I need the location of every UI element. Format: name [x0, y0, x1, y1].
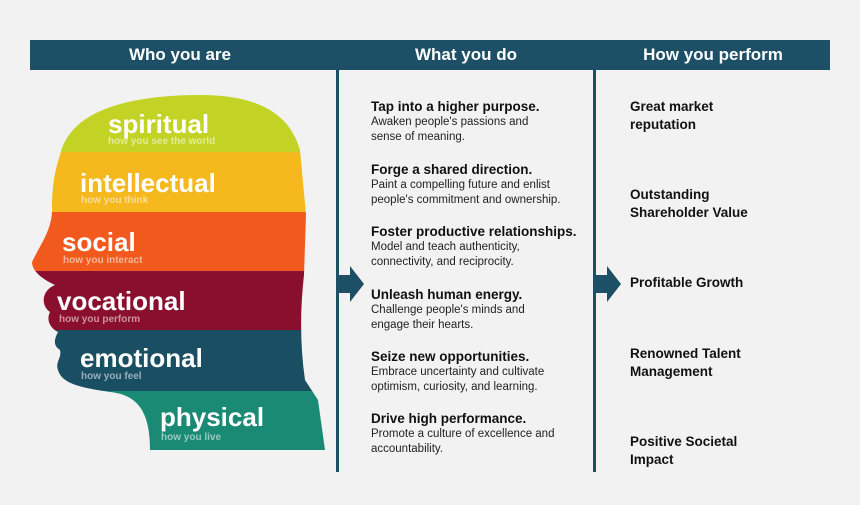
- header-how-you-perform: How you perform: [643, 45, 783, 64]
- action-title: Drive high performance.: [371, 411, 527, 426]
- action-title: Tap into a higher purpose.: [371, 99, 540, 114]
- outcome-item: Outstanding Shareholder Value: [630, 187, 748, 220]
- action-item: Foster productive relationships. Model a…: [371, 223, 591, 270]
- action-title: Seize new opportunities.: [371, 349, 530, 364]
- layer-band-intellectual: [32, 152, 325, 212]
- layer-subtitle-spiritual: how you see the world: [108, 136, 216, 147]
- outcome-item: Profitable Growth: [630, 275, 744, 290]
- layer-title-intellectual: intellectual: [80, 168, 216, 198]
- outcome-item: Great market reputation: [630, 99, 714, 132]
- layer-title-vocational: vocational: [57, 286, 186, 316]
- action-item: Forge a shared direction. Paint a compel…: [371, 161, 591, 208]
- header-bar: Who you are What you do How you perform: [30, 40, 830, 70]
- outcome-item: Renowned Talent Management: [630, 346, 741, 379]
- action-title: Unleash human energy.: [371, 287, 523, 302]
- layer-subtitle-intellectual: how you think: [81, 195, 149, 206]
- layer-title-spiritual: spiritual: [108, 109, 210, 139]
- layer-title-social: social: [62, 227, 136, 257]
- layer-subtitle-social: how you interact: [63, 255, 143, 266]
- action-description: Embrace uncertainty and cultivate optimi…: [371, 366, 545, 393]
- layer-subtitle-emotional: how you feel: [81, 371, 142, 382]
- action-item: Seize new opportunities. Embrace uncerta…: [371, 348, 591, 395]
- arrow-right-icon: [338, 266, 364, 302]
- action-description: Paint a compelling future and enlist peo…: [371, 179, 561, 206]
- action-description: Model and teach authenticity, connectivi…: [371, 241, 520, 268]
- head-diagram: [32, 95, 325, 450]
- action-item: Drive high performance. Promote a cultur…: [371, 410, 591, 457]
- layer-title-emotional: emotional: [80, 343, 203, 373]
- action-title: Foster productive relationships.: [371, 224, 577, 239]
- layer-subtitle-physical: how you live: [161, 432, 222, 443]
- layer-band-vocational: [32, 271, 325, 330]
- column-divider-left: [336, 70, 339, 472]
- header-what-you-do: What you do: [415, 45, 517, 64]
- outcome-item: Positive Societal Impact: [630, 434, 738, 467]
- arrow-right-icon: [595, 266, 621, 302]
- action-title: Forge a shared direction.: [371, 162, 533, 177]
- action-item: Tap into a higher purpose. Awaken people…: [371, 98, 591, 145]
- column-divider-right: [593, 70, 596, 472]
- layer-band-emotional: [32, 330, 325, 391]
- action-item: Unleash human energy. Challenge people's…: [371, 286, 591, 333]
- action-description: Promote a culture of excellence and acco…: [371, 428, 555, 455]
- layer-title-physical: physical: [160, 402, 265, 432]
- layer-band-social: [32, 212, 325, 271]
- header-who-you-are: Who you are: [128, 45, 231, 64]
- action-description: Awaken people's passions and sense of me…: [371, 116, 529, 143]
- layer-subtitle-vocational: how you perform: [59, 314, 141, 325]
- action-description: Challenge people's minds and engage thei…: [371, 304, 525, 331]
